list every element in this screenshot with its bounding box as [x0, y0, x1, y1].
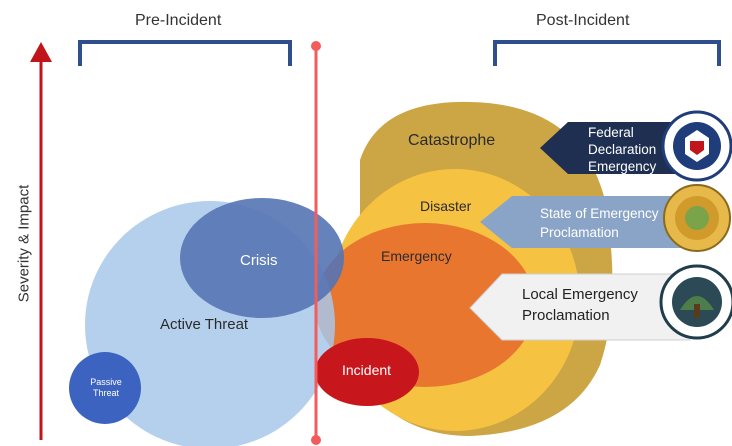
post-incident-bracket: [493, 40, 721, 66]
state-line-1: State of Emergency: [540, 206, 659, 221]
disaster-label: Disaster: [420, 198, 472, 214]
emergency-label: Emergency: [381, 248, 452, 264]
catastrophe-label: Catastrophe: [408, 132, 496, 149]
timeline-bottom-dot: [311, 435, 321, 445]
severity-axis-label: Severity & Impact: [15, 184, 33, 303]
severity-axis-arrowhead: [30, 42, 52, 62]
local-line-2: Proclamation: [522, 307, 610, 324]
state-arrow-shape: [480, 196, 690, 248]
timeline-top-dot: [311, 41, 321, 51]
state-declaration-label: State of Emergency Proclamation: [540, 204, 659, 242]
federal-arrow-shape: [540, 122, 690, 174]
incident-circle: [315, 338, 419, 406]
passive-threat-label: Passive Threat: [86, 377, 126, 399]
passive-threat-circle: [69, 352, 141, 424]
post-incident-header: Post-Incident: [536, 12, 630, 29]
california-seal-icon: [663, 184, 731, 252]
federal-line-1: Federal: [588, 125, 634, 140]
monterey-county-seal-icon: [659, 264, 732, 340]
federal-line-3: Emergency: [588, 159, 657, 174]
active-threat-label: Active Threat: [160, 316, 249, 333]
federal-declaration-label: Federal Declaration Emergency: [588, 124, 656, 175]
local-line-1: Local Emergency: [522, 286, 638, 303]
passive-threat-line-2: Threat: [92, 388, 119, 398]
state-line-2: Proclamation: [540, 225, 619, 240]
pre-incident-header: Pre-Incident: [135, 12, 222, 29]
crisis-circle: [180, 198, 344, 318]
passive-threat-line-1: Passive: [90, 377, 122, 387]
dhs-seal-icon: [661, 110, 732, 182]
local-declaration-label: Local Emergency Proclamation: [522, 284, 638, 326]
crisis-label: Crisis: [240, 252, 278, 269]
incident-label: Incident: [342, 362, 392, 378]
federal-line-2: Declaration: [588, 142, 657, 157]
pre-incident-bracket: [78, 40, 292, 66]
